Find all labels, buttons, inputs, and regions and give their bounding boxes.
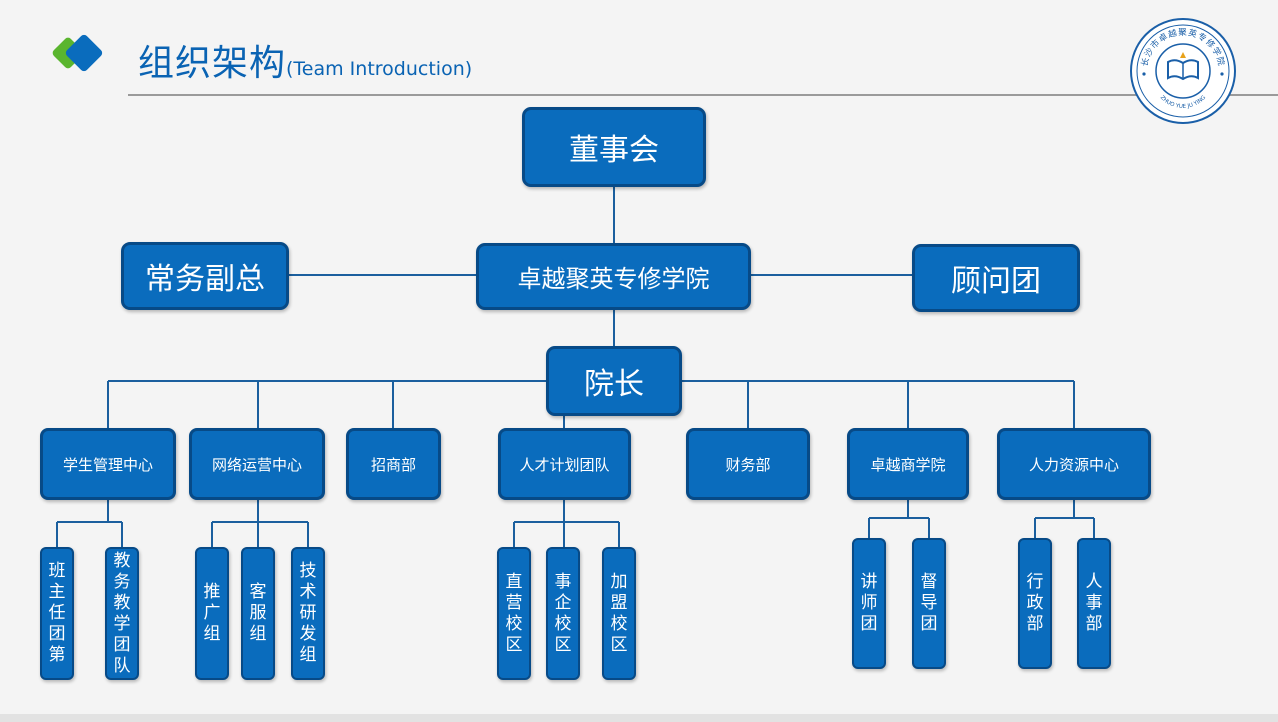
team-personnel: 人事部 (1077, 538, 1111, 669)
node-advisors: 顾问团 (912, 244, 1080, 312)
node-dean: 院长 (546, 346, 682, 416)
team-label: 技术研发组 (299, 561, 317, 665)
dept-business-school: 卓越商学院 (847, 428, 969, 500)
dept-human-resources: 人力资源中心 (997, 428, 1151, 500)
dept-student-management: 学生管理中心 (40, 428, 176, 500)
team-academic-affairs: 教务教学团队 (105, 547, 139, 680)
dept-finance: 财务部 (686, 428, 810, 500)
dept-network-operations: 网络运营中心 (189, 428, 325, 500)
team-label: 讲师团 (860, 572, 878, 634)
page-title: 组织架构(Team Introduction) (138, 34, 472, 86)
team-administration: 行政部 (1018, 538, 1052, 669)
dept-talent-plan: 人才计划团队 (498, 428, 631, 500)
diamond-logo-icon (52, 34, 103, 72)
team-enterprise-campus: 事企校区 (546, 547, 580, 680)
team-supervisors: 督导团 (912, 538, 946, 669)
team-direct-campus: 直营校区 (497, 547, 531, 680)
node-board: 董事会 (522, 107, 706, 187)
page-title-sub: (Team Introduction) (286, 58, 473, 80)
bottom-band (0, 714, 1278, 722)
team-label: 推广组 (203, 582, 221, 644)
header-divider (128, 94, 1278, 96)
team-lecturers: 讲师团 (852, 538, 886, 669)
team-franchise-campus: 加盟校区 (602, 547, 636, 680)
team-label: 客服组 (249, 582, 267, 644)
team-customer-service: 客服组 (241, 547, 275, 680)
node-vice-president: 常务副总 (121, 242, 289, 310)
team-label: 行政部 (1026, 572, 1044, 634)
team-label: 事企校区 (554, 571, 572, 655)
team-promotion: 推广组 (195, 547, 229, 680)
team-label: 直营校区 (505, 571, 523, 655)
dept-investment: 招商部 (346, 428, 441, 500)
team-label: 班主任团第 (48, 561, 66, 665)
node-school: 卓越聚英专修学院 (476, 243, 751, 310)
team-label: 人事部 (1085, 572, 1103, 634)
page-title-main: 组织架构 (138, 43, 287, 84)
team-label: 督导团 (920, 572, 938, 634)
team-label: 教务教学团队 (113, 550, 131, 676)
team-label: 加盟校区 (610, 571, 628, 655)
school-seal-book-icon: 长沙市卓越聚英专修学院 ZHUO YUE JU YING (1130, 18, 1236, 124)
team-tech-dev: 技术研发组 (291, 547, 325, 680)
team-head-teachers: 班主任团第 (40, 547, 74, 680)
